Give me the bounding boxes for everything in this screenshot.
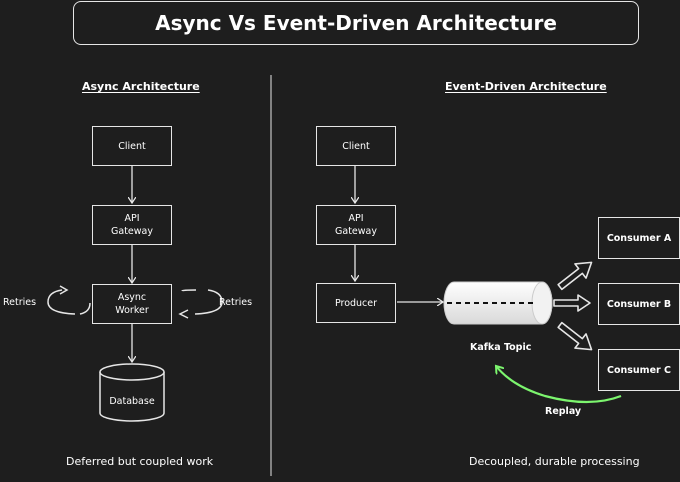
consumer-c-label: Consumer C xyxy=(607,364,671,376)
async-client-node: Client xyxy=(92,126,172,166)
consumer-a-node: Consumer A xyxy=(598,217,680,259)
event-gateway-label-2: Gateway xyxy=(335,226,377,237)
fanout-arrow-a-icon xyxy=(557,261,593,291)
event-client-node: Client xyxy=(316,126,396,166)
consumer-c-node: Consumer C xyxy=(598,349,680,391)
async-worker-label-2: Worker xyxy=(115,305,149,316)
kafka-topic-label: Kafka Topic xyxy=(470,342,532,353)
event-heading: Event-Driven Architecture xyxy=(445,80,607,93)
replay-label: Replay xyxy=(545,406,582,417)
async-gateway-label-2: Gateway xyxy=(111,226,153,237)
async-worker-label-1: Async xyxy=(117,292,147,303)
async-heading: Async Architecture xyxy=(82,80,200,93)
async-gateway-label-1: API xyxy=(124,213,140,224)
async-gateway-node: API Gateway xyxy=(92,205,172,245)
producer-node: Producer xyxy=(316,283,396,323)
retries-right-label: Retries xyxy=(219,297,253,308)
fanout-arrow-c-icon xyxy=(557,321,593,351)
consumer-b-node: Consumer B xyxy=(598,283,680,325)
producer-label: Producer xyxy=(334,297,378,309)
event-client-label: Client xyxy=(342,140,370,152)
consumer-a-label: Consumer A xyxy=(606,232,672,244)
replay-arrow-icon xyxy=(496,366,622,404)
async-client-label: Client xyxy=(118,140,146,152)
event-footer: Decoupled, durable processing xyxy=(469,455,640,468)
database-cylinder xyxy=(99,363,165,422)
kafka-topic-cylinder xyxy=(443,281,553,325)
retry-loop-left-icon xyxy=(47,285,91,315)
retries-left-label: Retries xyxy=(3,297,37,308)
retry-loop-right-icon xyxy=(178,289,223,319)
event-gateway-label-1: API xyxy=(348,213,364,224)
fanout-arrow-b-icon xyxy=(553,294,591,312)
event-gateway-node: API Gateway xyxy=(316,205,396,245)
async-worker-node: Async Worker xyxy=(92,284,172,324)
diagram-title: Async Vs Event-Driven Architecture xyxy=(73,1,639,45)
consumer-b-label: Consumer B xyxy=(606,298,672,310)
async-footer: Deferred but coupled work xyxy=(66,455,214,468)
database-label: Database xyxy=(109,396,155,407)
